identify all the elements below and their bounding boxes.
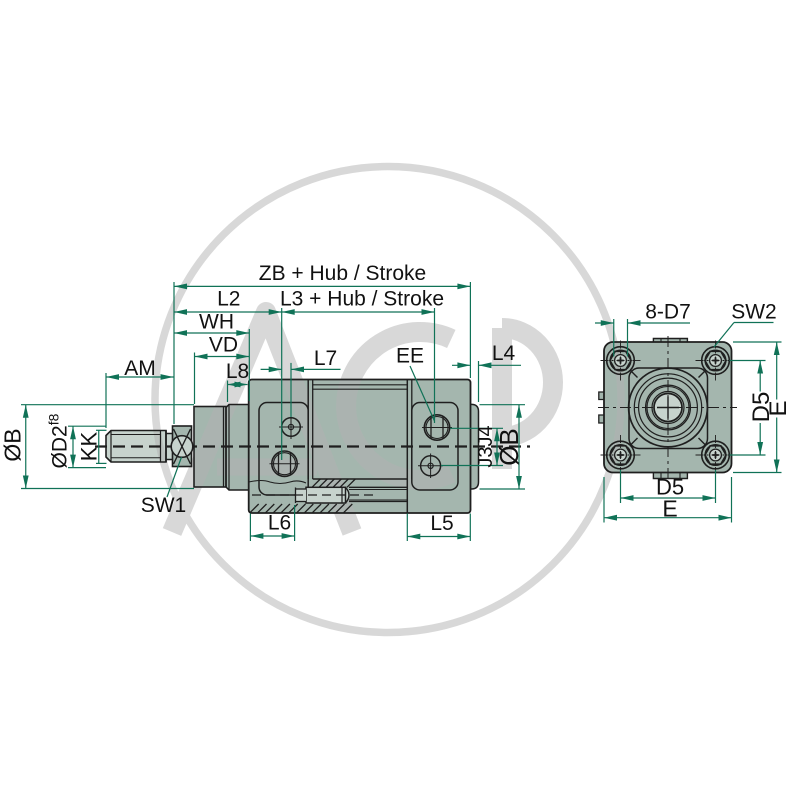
svg-text:VD: VD [209,334,238,357]
svg-text:E: E [765,400,792,416]
svg-text:L7: L7 [314,347,337,370]
svg-text:E: E [662,496,677,522]
svg-text:ØB: ØB [0,428,26,461]
svg-text:L4: L4 [492,342,516,365]
svg-text:L6: L6 [268,512,291,535]
svg-text:ZB + Hub / Stroke: ZB + Hub / Stroke [259,262,427,285]
svg-text:D5: D5 [748,392,775,423]
svg-text:AM: AM [124,357,156,380]
svg-text:EE: EE [396,345,424,368]
svg-text:J3J4: J3J4 [475,425,497,467]
svg-text:ØB: ØB [494,428,524,466]
svg-text:SW1: SW1 [141,494,187,517]
svg-text:L3 + Hub / Stroke: L3 + Hub / Stroke [280,288,444,311]
svg-text:L8: L8 [226,360,249,383]
svg-text:KK: KK [77,432,102,462]
svg-text:L5: L5 [430,512,453,535]
svg-text:WH: WH [199,311,234,334]
svg-text:L2: L2 [217,288,240,311]
svg-text:SW2: SW2 [731,301,777,324]
svg-text:D5: D5 [656,475,684,500]
svg-text:8-D7: 8-D7 [645,301,691,324]
